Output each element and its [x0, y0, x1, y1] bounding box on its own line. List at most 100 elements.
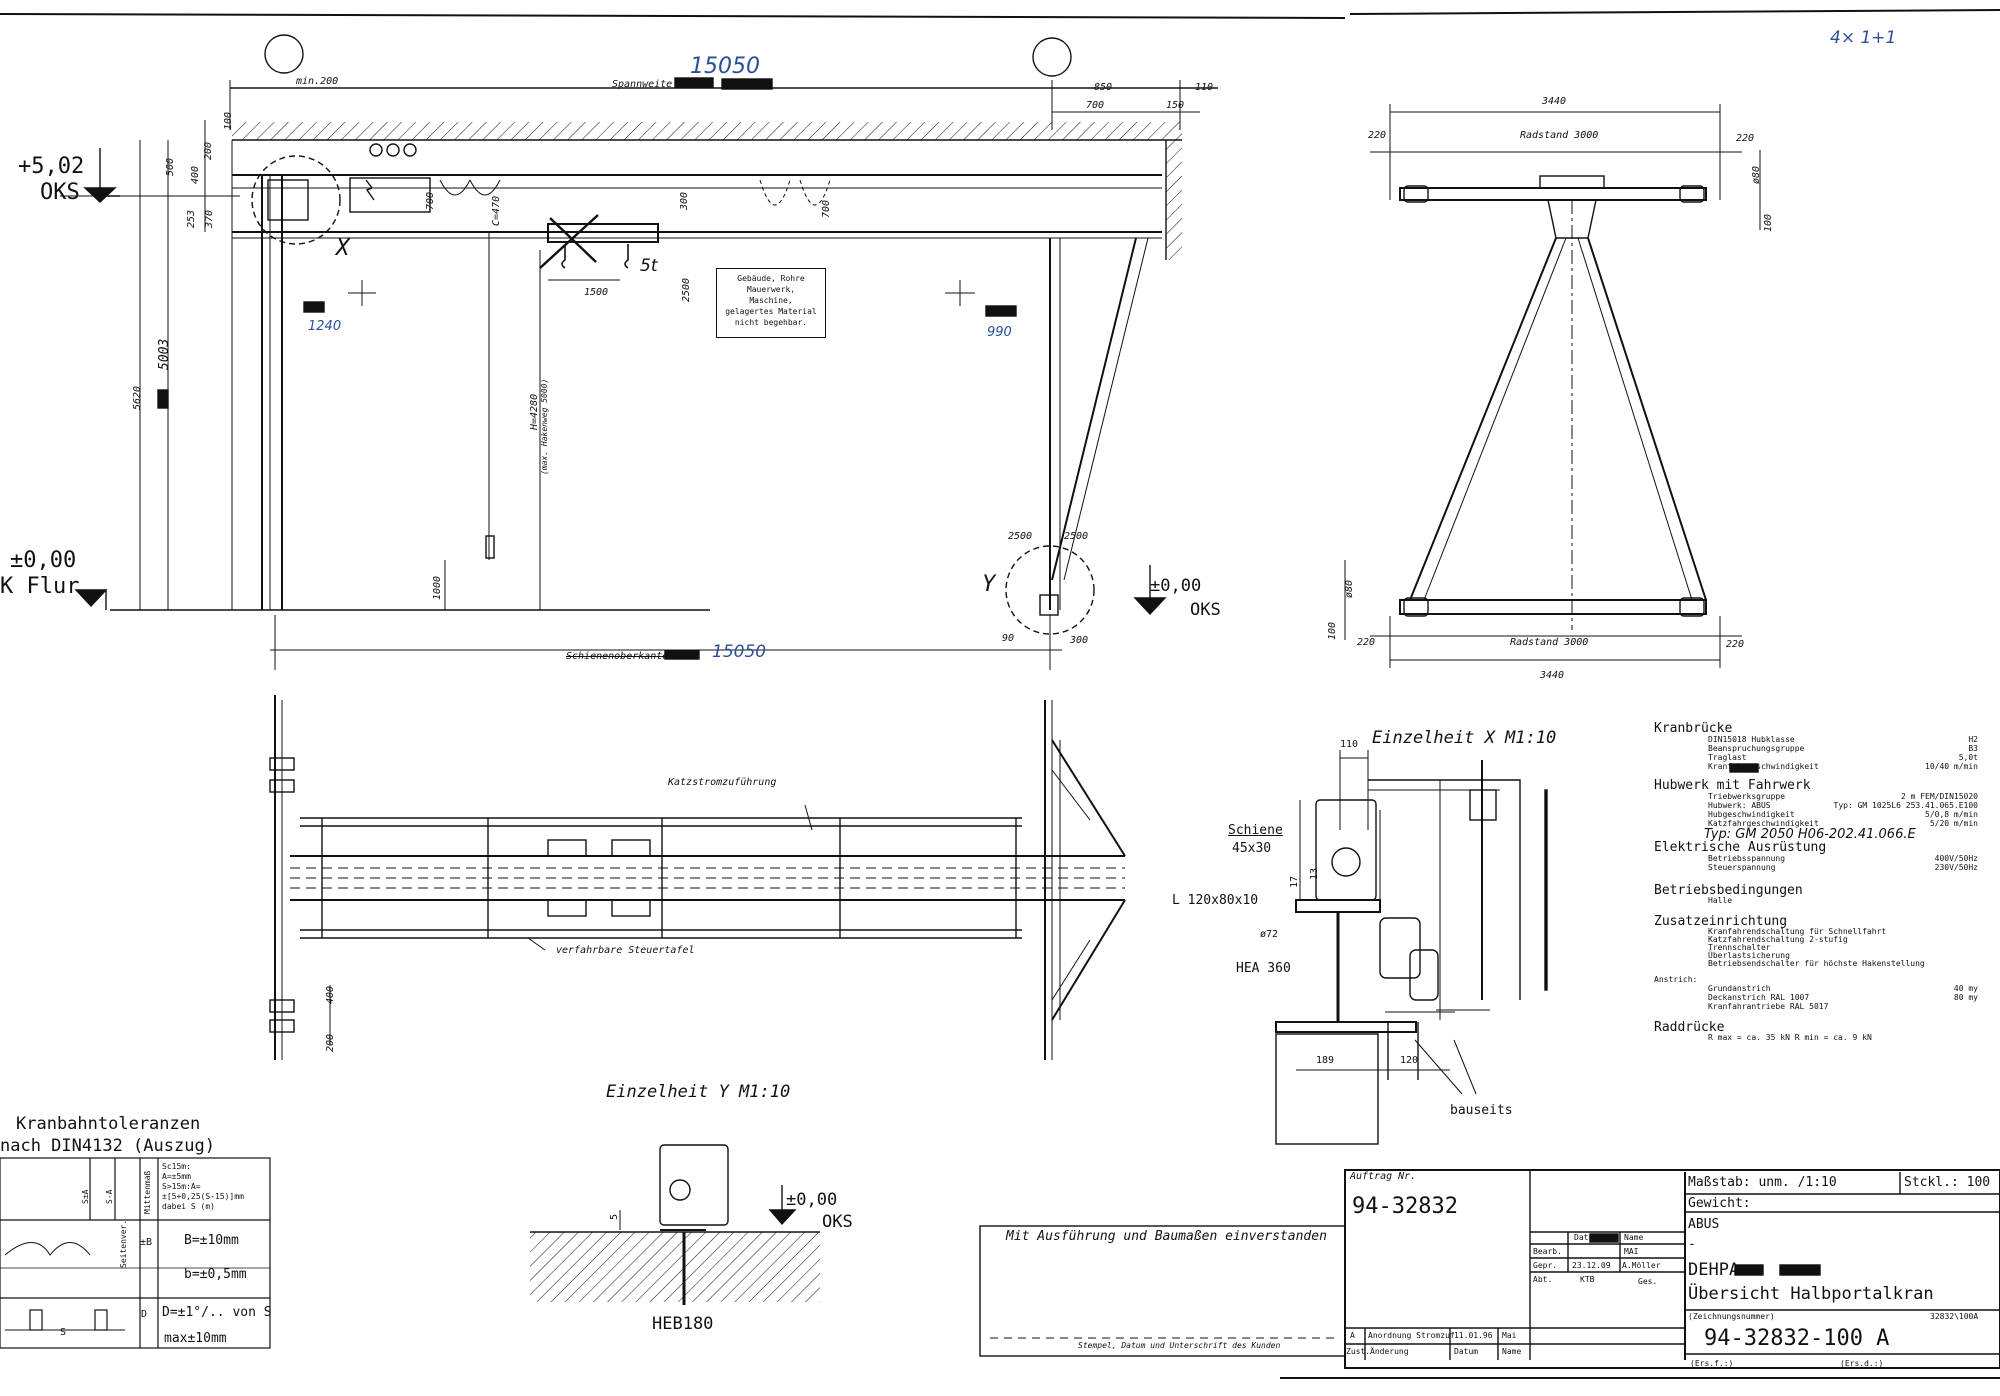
spec-hw-item-label: Katzfahrgeschwindigkeit — [1708, 819, 1819, 828]
detail-x-bauseits: bauseits — [1450, 1103, 1513, 1118]
tb-zeichnungsnummer-label: (Zeichnungsnummer) — [1688, 1312, 1775, 1321]
detail-y-lines — [530, 1144, 820, 1305]
tol-s-a: S-A — [105, 1189, 114, 1204]
tol-lines1: Sc15m: A=±5mm S>15m:A= ±[5+0,25(S-15)]mm… — [162, 1162, 244, 1212]
spec-kb-item-value: 5,0t — [1958, 753, 1978, 762]
tb-rev-text: Anordnung Stromzuf. — [1368, 1331, 1460, 1340]
dim-spannweite-hand: 15050 — [690, 54, 760, 79]
detail-x-lines — [1275, 750, 1548, 1145]
side-3440-bot: 3440 — [1540, 670, 1565, 681]
grid-circle-left — [264, 34, 304, 74]
dim-schienen: Schienenoberkante — [566, 651, 669, 662]
dim-700: 700 — [1086, 100, 1105, 111]
level-floor-label: K Flur — [0, 574, 80, 599]
tb-bearb-name: MAI — [1624, 1247, 1639, 1256]
tb-name-h: Name — [1624, 1233, 1644, 1242]
front-view — [60, 77, 1218, 670]
side-80: ø80 — [1751, 165, 1762, 184]
plan-view — [269, 695, 1126, 1060]
tb-gewicht: Gewicht: — [1688, 1196, 1751, 1211]
dim-90: 90 — [1002, 633, 1015, 644]
tb-gepr-name: A.Möller — [1622, 1261, 1661, 1270]
spec-an-item-value: 40 my — [1953, 984, 1978, 993]
tb-stckl: Stckl.: 100 — [1904, 1175, 1991, 1190]
spec-an-item-label: Deckanstrich RAL 1007 — [1708, 993, 1810, 1002]
spec-kb-item-label: Beanspruchungsgruppe — [1708, 744, 1805, 753]
spec-an-item-label: Kranfahrantriebe RAL 5017 — [1708, 1002, 1829, 1011]
spec-kb-item: DIN15018 Hubklasse H2 — [1708, 735, 1978, 744]
side-view — [1344, 104, 1761, 668]
tb-dash: - — [1688, 1237, 1696, 1252]
tol-b2-value: b=±0,5mm — [184, 1267, 247, 1282]
side-80-l: ø80 — [1344, 579, 1355, 598]
tol-title2: nach DIN4132 (Auszug) — [0, 1136, 215, 1156]
spec-hw-item-label: Hubwerk: ABUS — [1708, 801, 1771, 810]
spec-el-item-label: Steuerspannung — [1708, 863, 1776, 872]
detail-y-level-value: ±0,00 — [786, 1190, 838, 1210]
side-100-r: 100 — [1763, 213, 1774, 232]
plan-steuertafel: verfahrbare Steuertafel — [556, 945, 695, 956]
grid-circle-right — [1032, 37, 1072, 77]
spec-hubwerk: Hubwerk mit Fahrwerk — [1654, 778, 1811, 793]
dim-850: 850 — [1094, 82, 1113, 93]
note-box: Gebäude, Rohre Mauerwerk, Maschine, gela… — [716, 268, 826, 338]
dim-300b: 300 — [1070, 635, 1089, 646]
tol-sa: S±A — [81, 1189, 90, 1204]
tb-auftrag-label: Auftrag Nr. — [1350, 1171, 1417, 1182]
spec-kb-item-value: H2 — [1968, 735, 1978, 744]
tol-line: Sc15m: — [162, 1162, 191, 1171]
tb-signature-note: Stempel, Datum und Unterschrift des Kund… — [1078, 1341, 1281, 1350]
detail-x-110: 110 — [1340, 739, 1359, 750]
tb-abt: Abt. — [1533, 1275, 1553, 1284]
side-3440-top: 3440 — [1542, 96, 1567, 107]
tb-name-f: Name — [1502, 1347, 1522, 1356]
spec-el-item-value: 400V/50Hz — [1934, 854, 1978, 863]
tb-auftrag-no: 94-32832 — [1352, 1194, 1458, 1219]
spec-kb-item-label: Kranfahrgeschwindigkeit — [1708, 762, 1819, 771]
tb-agreement: Mit Ausführung und Baumaßen einverstande… — [1006, 1229, 1327, 1244]
level-right-label: OKS — [1190, 600, 1221, 620]
tol-mittenmas: Mittenmaß — [143, 1170, 152, 1214]
spec-betrieb: Betriebsbedingungen — [1654, 883, 1803, 898]
note-line: gelagertes Material — [725, 307, 817, 316]
level-top-value: +5,02 — [18, 154, 85, 179]
detail-x-hea: HEA 360 — [1236, 961, 1291, 976]
level-right-value: ±0,00 — [1150, 576, 1202, 596]
plan-200: 200 — [325, 1033, 336, 1052]
side-220-tl: 220 — [1368, 130, 1387, 141]
note-line: Gebäude, Rohre — [737, 274, 805, 283]
dim-schienen-hand: 15050 — [712, 642, 767, 662]
spec-kb-item-label: DIN15018 Hubklasse — [1708, 735, 1795, 744]
level-floor-value: ±0,00 — [10, 548, 77, 573]
dim-990: 990 — [987, 325, 1012, 340]
spec-zusatz: Zusatzeinrichtung — [1654, 914, 1788, 929]
spec-el-item-label: Betriebsspannung — [1708, 854, 1786, 863]
spec-el-item-value: 230V/50Hz — [1934, 863, 1978, 872]
tol-line: ±[5+0,25(S-15)]mm — [162, 1192, 244, 1201]
tb-gepr-date: 23.12.09 — [1572, 1261, 1611, 1270]
detail-x-13: 13 — [1309, 867, 1320, 880]
tb-rev-name: Mai — [1502, 1331, 1517, 1340]
spec-el-item: Betriebsspannung 400V/50Hz — [1708, 854, 1978, 863]
top-border — [0, 13, 1346, 19]
spec-zu-item: Trennschalter — [1708, 943, 1771, 952]
detail-y-level-label: OKS — [822, 1212, 853, 1232]
dim-min200: min.200 — [296, 76, 339, 87]
spec-zu-item: Betriebsendschalter für höchste Hakenste… — [1708, 959, 1925, 968]
side-radstand-top: Radstand 3000 — [1520, 130, 1599, 141]
side-220-tr: 220 — [1736, 133, 1755, 144]
handwritten-note: 4× 1+1 — [1830, 28, 1897, 48]
detail-x-189: 189 — [1316, 1055, 1335, 1066]
dim-5620: 5620 — [132, 385, 143, 410]
spec-zu-item: Überlastsicherung — [1708, 951, 1790, 960]
dim-right-2500: 2500 — [1064, 531, 1089, 542]
tb-rev-date: 11.01.96 — [1454, 1331, 1493, 1340]
tb-drawing-no: 94-32832-100 A — [1704, 1326, 1890, 1351]
spec-kb-item-label: Traglast — [1708, 753, 1747, 762]
